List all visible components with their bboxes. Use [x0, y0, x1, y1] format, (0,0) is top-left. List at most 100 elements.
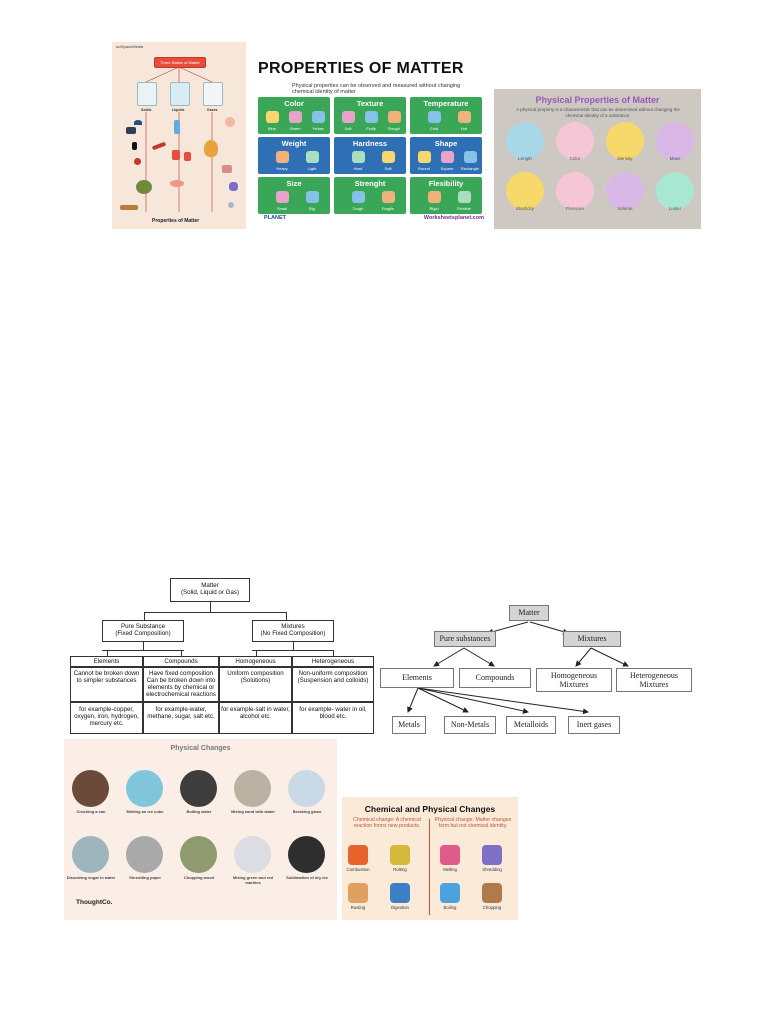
connector: [210, 602, 211, 612]
property-tile-title: Strenght: [354, 179, 386, 188]
thoughtco-logo: ThoughtCo.: [76, 899, 113, 906]
connector: [102, 650, 184, 651]
connector: [181, 650, 182, 656]
gas-jar-icon: [203, 82, 223, 106]
property-tile-title: Weight: [281, 139, 307, 148]
heavy-icon: [276, 151, 289, 163]
tree-inert-gases: Inert gases: [568, 716, 620, 734]
physical-change-label: Crushing a can: [76, 809, 106, 814]
physical-change-label: Mixing green and red marbles: [232, 875, 274, 885]
connector: [106, 650, 108, 656]
rusting-icon: [348, 883, 368, 903]
property-tile-label: Rough: [388, 126, 400, 131]
bottle-icon: [174, 120, 180, 134]
physical-properties-description: A physical property is a characteristic …: [516, 107, 680, 118]
connector: [252, 650, 334, 651]
property-tile-label: Tough: [352, 206, 364, 211]
yellow-icon: [312, 111, 325, 123]
chemical-physical-changes-image: Chemical and Physical Changes Chemical c…: [342, 797, 518, 920]
class-example-compounds: for example-water, methane, sugar, salt …: [143, 702, 219, 734]
property-tile-label: Fluffy: [366, 126, 376, 131]
property-tile-title: Flexibility: [428, 179, 464, 188]
rotting-icon: [390, 845, 410, 865]
connector: [144, 612, 145, 620]
property-tile-label: Soft: [384, 166, 392, 171]
physical-property-label: Pressure: [565, 206, 584, 211]
rigid-icon: [428, 191, 441, 203]
physical-change-label: Melting an ice cube: [126, 809, 164, 814]
matter-box-sub: (Solid, Liquid or Gas): [180, 589, 240, 596]
shredding-paper-icon: [126, 836, 163, 873]
properties-title: PROPERTIES OF MATTER: [258, 60, 464, 77]
juice-icon: [172, 150, 180, 160]
elasticity-icon: [506, 172, 544, 210]
melting-an-ice-cube-icon: [126, 770, 163, 807]
density-icon: [606, 122, 644, 160]
breaking-glass-icon: [288, 770, 325, 807]
chemical-item-label: Digestion: [391, 905, 409, 910]
property-tile-label: Square: [440, 166, 454, 171]
connector: [143, 642, 144, 650]
physical-change-label: Mixing sand with water: [231, 809, 275, 814]
physical-change-label: Boiling water: [186, 809, 212, 814]
boiling-icon: [440, 883, 460, 903]
physical-property-label: Elasticity: [516, 206, 534, 211]
crushing-a-can-icon: [72, 770, 109, 807]
connector: [286, 612, 287, 620]
chopping-icon: [482, 883, 502, 903]
physical-item-label: Shredding: [482, 867, 502, 872]
states-logo: sciSpaceMedia: [116, 44, 144, 49]
physical-change-label: Breaking glass: [292, 809, 322, 814]
property-tile-title: Hardness: [352, 139, 388, 148]
class-example-heterogeneous: for example- water in oil, blood etc.: [292, 702, 374, 734]
tree-mixtures: Mixtures: [563, 631, 621, 647]
states-connectors: [145, 66, 213, 212]
physical-property-label: Length: [518, 156, 532, 161]
hot-icon: [458, 111, 471, 123]
smoke-icon: [228, 202, 234, 208]
class-desc-elements: Cannot be broken down to simpler substan…: [70, 667, 143, 702]
class-desc-homogeneous: Uniform composition (Solutions): [219, 667, 292, 702]
mixing-green-and-red-marbles-icon: [234, 836, 271, 873]
physical-change-label: Dissolving sugar in water: [66, 875, 116, 880]
mixtures-title: Mixtures: [281, 623, 305, 630]
fan-icon: [225, 117, 235, 127]
property-tile-label: Light: [307, 166, 317, 171]
class-example-homogeneous: for example-salt in water, alcohol etc.: [219, 702, 292, 734]
physical-change-desc: Physical change: Matter changes form but…: [434, 817, 512, 829]
connector: [333, 650, 334, 656]
chem-phys-title: Chemical and Physical Changes: [364, 804, 496, 814]
mixtures-box: Mixtures (No Fixed Composition): [252, 620, 334, 642]
fragile-icon: [382, 191, 395, 203]
device-icon: [222, 165, 232, 173]
soft-icon: [382, 151, 395, 163]
matter-box: Matter (Solid, Liquid or Gas): [170, 578, 250, 602]
flexible-icon: [458, 191, 471, 203]
iron-icon: [229, 182, 238, 191]
property-tile-title: Shape: [434, 139, 458, 148]
hat-icon: [134, 120, 142, 125]
physical-change-label: Sublimation of dry ice: [286, 875, 328, 880]
mixing-sand-with-water-icon: [234, 770, 271, 807]
property-tile-label: Small: [276, 206, 287, 211]
property-tile-label: Blue: [267, 126, 276, 131]
properties-of-matter-image: PROPERTIES OF MATTER Physical properties…: [252, 52, 488, 228]
physical-item-label: Chopping: [482, 905, 502, 910]
connector: [255, 650, 257, 656]
physical-property-label: Mass: [669, 156, 681, 161]
milk-icon: [184, 152, 191, 161]
physical-properties-image: Physical Properties of Matter A physical…: [494, 89, 701, 229]
pure-substance-box: Pure Substance (Fixed Composition): [102, 620, 184, 642]
mixtures-sub: (No Fixed Composition): [260, 630, 326, 637]
property-tile-title: Size: [286, 179, 302, 188]
class-desc-heterogeneous: Non-uniform composition (Suspension and …: [292, 667, 374, 702]
